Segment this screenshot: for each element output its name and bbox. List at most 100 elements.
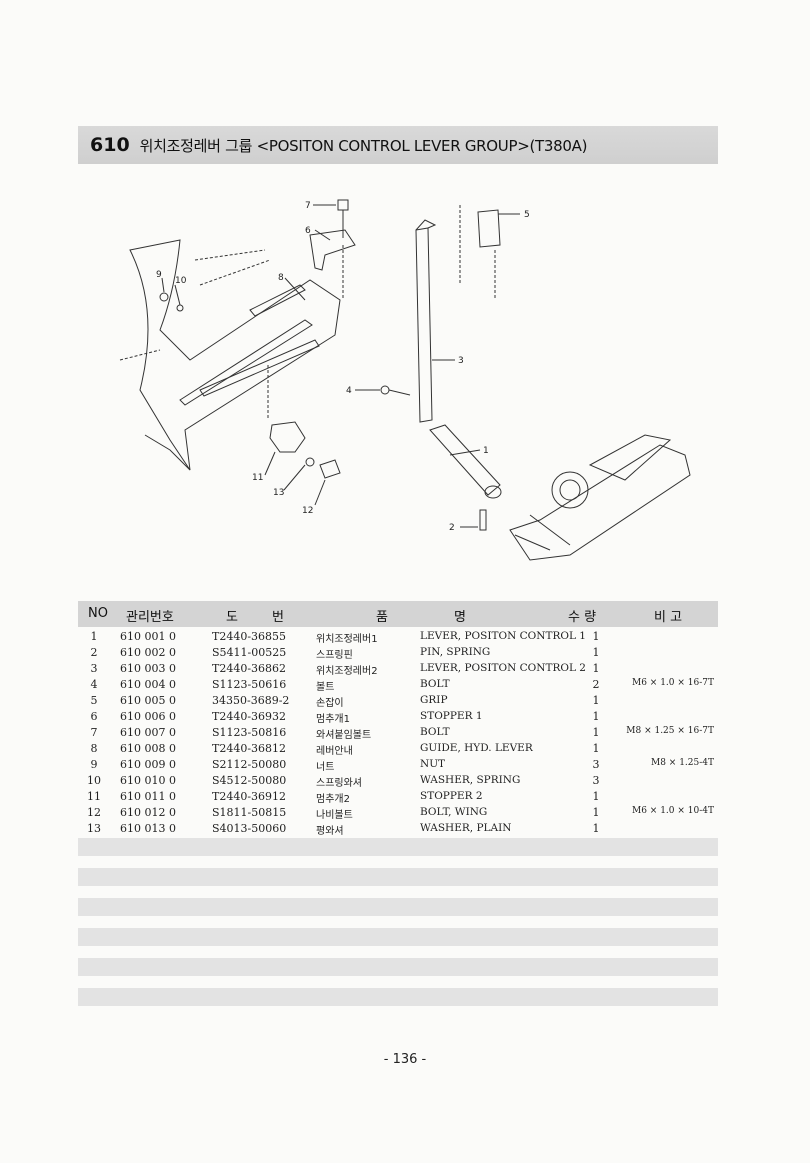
cell-no: 11 <box>87 790 101 803</box>
cell-eng: BOLT, WING <box>420 806 488 818</box>
callout-2: 2 <box>449 523 455 533</box>
cell-eng: STOPPER 1 <box>420 710 483 722</box>
cell-kor: 나비볼트 <box>316 810 353 821</box>
cell-mgmt: 610 002 0 <box>120 646 176 659</box>
cell-kor: 멈추개2 <box>316 794 350 805</box>
cell-kor: 위치조정레버2 <box>316 666 378 677</box>
guide-slot-3 <box>249 284 306 317</box>
cell-qty: 1 <box>592 630 600 643</box>
empty-row-band <box>78 958 718 976</box>
cell-no: 6 <box>90 710 98 723</box>
pin-2 <box>479 509 487 531</box>
cell-kor: 볼트 <box>316 682 335 693</box>
cell-mgmt: 610 004 0 <box>120 678 176 691</box>
table-row: 11 610 011 0 T2440-36912 멈추개2 STOPPER 2 1 <box>78 789 718 805</box>
grip-5 <box>477 209 501 248</box>
housing-lines <box>119 249 271 361</box>
header-no: NO <box>88 606 108 621</box>
cell-mgmt: 610 005 0 <box>120 694 176 707</box>
exploded-parts-diagram: 1 2 3 4 5 6 7 8 9 10 11 12 13 <box>100 190 720 570</box>
cell-remark: M6 × 1.0 × 10-4T <box>631 806 714 816</box>
guide-slot-2 <box>199 339 320 397</box>
header-qty: 수 량 <box>568 610 597 625</box>
callout-4: 4 <box>346 386 352 396</box>
cell-part: S2112-50080 <box>212 758 287 771</box>
cell-kor: 위치조정레버1 <box>316 634 378 645</box>
cell-qty: 1 <box>592 742 600 755</box>
cell-kor: 너트 <box>316 762 335 773</box>
header-part-1: 도 <box>226 610 238 625</box>
cell-qty: 1 <box>592 726 600 739</box>
cell-part: T2440-36932 <box>212 710 287 723</box>
cell-part: T2440-36812 <box>212 742 287 755</box>
cell-no: 4 <box>90 678 98 691</box>
cell-no: 1 <box>90 630 98 643</box>
cell-eng: WASHER, PLAIN <box>420 822 512 834</box>
cell-qty: 1 <box>592 694 600 707</box>
cell-mgmt: 610 007 0 <box>120 726 176 739</box>
cell-qty: 1 <box>592 710 600 723</box>
cell-kor: 스프링핀 <box>316 650 353 661</box>
cell-part: T2440-36855 <box>212 630 287 643</box>
cell-part: S5411-00525 <box>212 646 287 659</box>
section-title: 위치조정레버 그룹 <POSITON CONTROL LEVER GROUP>(… <box>139 136 588 155</box>
cell-qty: 1 <box>592 790 600 803</box>
cell-eng: BOLT <box>420 678 450 690</box>
cell-qty: 3 <box>592 774 600 787</box>
cell-mgmt: 610 006 0 <box>120 710 176 723</box>
cell-kor: 와셔붙임볼트 <box>316 730 372 741</box>
cell-no: 9 <box>90 758 98 771</box>
callout-13: 13 <box>273 488 284 498</box>
cell-mgmt: 610 012 0 <box>120 806 176 819</box>
cell-remark: M8 × 1.25 × 16-7T <box>626 726 714 736</box>
cell-mgmt: 610 009 0 <box>120 758 176 771</box>
empty-row-band <box>78 928 718 946</box>
wing-bolt-12 <box>319 459 341 479</box>
housing-top <box>588 434 672 481</box>
cell-part: S4013-50060 <box>212 822 287 835</box>
housing-shaft <box>514 514 571 551</box>
lever-1-end <box>484 485 502 499</box>
cell-kor: 스프링와셔 <box>316 778 362 789</box>
callout-10: 10 <box>175 276 187 286</box>
empty-row-band <box>78 898 718 916</box>
cell-mgmt: 610 001 0 <box>120 630 176 643</box>
callout-3: 3 <box>458 356 464 366</box>
guide-slot-1 <box>179 319 313 406</box>
cell-part: T2440-36912 <box>212 790 287 803</box>
cell-eng: GUIDE, HYD. LEVER <box>420 742 533 754</box>
housing-port-2 <box>559 479 581 501</box>
cell-part: T2440-36862 <box>212 662 287 675</box>
cell-mgmt: 610 011 0 <box>120 790 176 803</box>
cell-mgmt: 610 003 0 <box>120 662 176 675</box>
cell-remark: M8 × 1.25-4T <box>650 758 714 768</box>
lever-3 <box>415 227 433 423</box>
parts-table-header: NO 관리번호 도 번 품 명 수 량 비 고 <box>78 601 718 627</box>
cell-mgmt: 610 013 0 <box>120 822 176 835</box>
washer-10 <box>176 304 184 312</box>
cell-eng: NUT <box>420 758 446 770</box>
cell-eng: STOPPER 2 <box>420 790 483 802</box>
header-name-2: 명 <box>454 610 466 625</box>
cell-qty: 1 <box>592 646 600 659</box>
nut-9 <box>159 292 169 302</box>
lever-1-shaft <box>429 424 501 496</box>
header-part-2: 번 <box>272 610 284 625</box>
cell-eng: LEVER, POSITON CONTROL 2 <box>420 662 586 674</box>
empty-row-band <box>78 868 718 886</box>
grip-dash <box>459 205 496 300</box>
cell-qty: 3 <box>592 758 600 771</box>
callout-9: 9 <box>156 270 162 280</box>
cell-part: S1123-50616 <box>212 678 287 691</box>
housing-port-1 <box>551 471 589 509</box>
cell-no: 13 <box>87 822 101 835</box>
